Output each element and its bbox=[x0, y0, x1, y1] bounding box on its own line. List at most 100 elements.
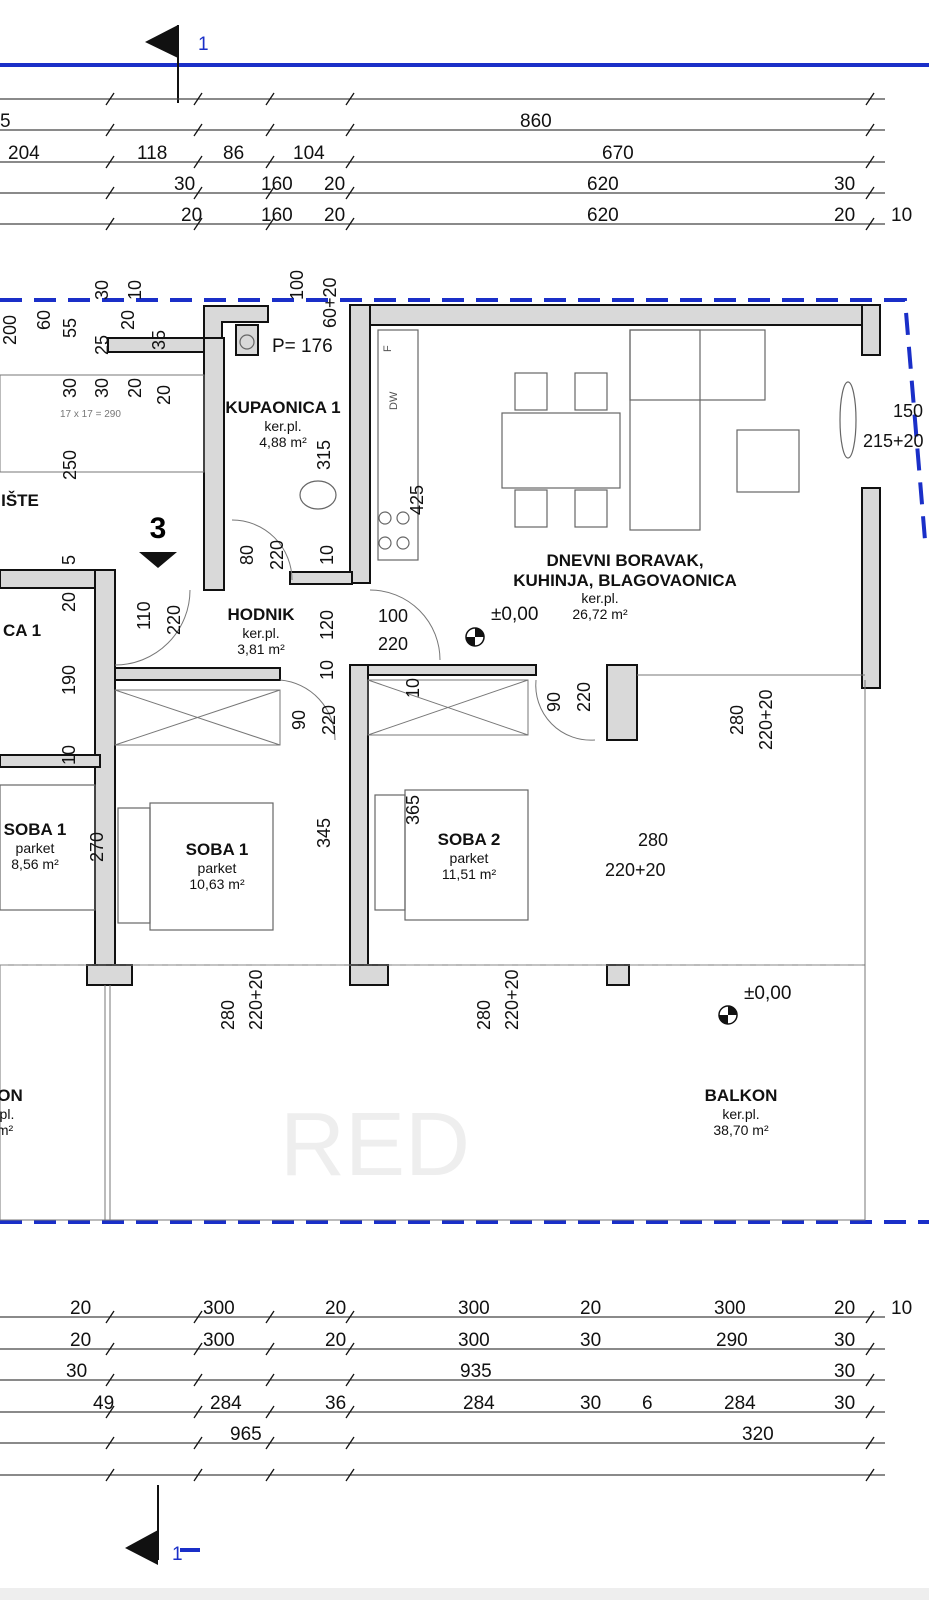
dimension-tick bbox=[865, 1310, 875, 1324]
svg-text:30: 30 bbox=[60, 378, 80, 398]
svg-text:220: 220 bbox=[574, 682, 594, 712]
svg-text:20: 20 bbox=[325, 1330, 346, 1351]
svg-text:60+20: 60+20 bbox=[320, 277, 340, 328]
fixtures bbox=[0, 329, 866, 1221]
room-left-soba: SOBA 1 parket 8,56 m² bbox=[4, 820, 67, 872]
dim-label: 20 bbox=[324, 174, 345, 195]
dimension-tick bbox=[865, 1468, 875, 1482]
svg-text:90: 90 bbox=[289, 710, 309, 730]
dimension-tick bbox=[345, 1373, 355, 1387]
svg-text:220: 220 bbox=[164, 605, 184, 635]
svg-text:10: 10 bbox=[125, 280, 145, 300]
svg-text:10: 10 bbox=[59, 745, 79, 765]
bottom-strip bbox=[0, 1588, 929, 1600]
dim-label: 860 bbox=[520, 111, 552, 132]
room-kupaonica: KUPAONICA 1 ker.pl. 4,88 m² bbox=[225, 398, 340, 450]
dim-label: 670 bbox=[602, 143, 634, 164]
level-marker-balkon: ±0,00 bbox=[718, 983, 791, 1025]
svg-text:280: 280 bbox=[474, 1000, 494, 1030]
svg-text:284: 284 bbox=[210, 1393, 242, 1414]
svg-text:m²: m² bbox=[0, 1122, 13, 1138]
dim-label: 30 bbox=[174, 174, 195, 195]
dimension-tick bbox=[105, 1468, 115, 1482]
bottom-dimensions: 20 300 20 300 20 300 20 10 20 300 20 300… bbox=[0, 1298, 912, 1476]
walls bbox=[0, 304, 881, 986]
dimension-tick bbox=[265, 186, 275, 200]
svg-text:280: 280 bbox=[218, 1000, 238, 1030]
svg-text:315: 315 bbox=[314, 440, 334, 470]
svg-text:38,70 m²: 38,70 m² bbox=[713, 1122, 769, 1138]
svg-text:49: 49 bbox=[93, 1393, 114, 1414]
stair-calc: 17 x 17 = 290 bbox=[60, 409, 121, 420]
dimension-tick bbox=[193, 92, 203, 106]
svg-text:284: 284 bbox=[463, 1393, 495, 1414]
dimension-tick bbox=[865, 155, 875, 169]
svg-text:935: 935 bbox=[460, 1361, 492, 1382]
svg-text:BALKON: BALKON bbox=[705, 1086, 778, 1105]
dimension-tick bbox=[865, 217, 875, 231]
room-soba-2: SOBA 2 parket 11,51 m² bbox=[438, 830, 501, 882]
dimension-tick bbox=[865, 1405, 875, 1419]
svg-text:SOBA 2: SOBA 2 bbox=[438, 830, 501, 849]
dim-label: 20 bbox=[181, 205, 202, 226]
svg-text:DNEVNI BORAVAK,: DNEVNI BORAVAK, bbox=[546, 551, 703, 570]
svg-text:220: 220 bbox=[378, 634, 408, 654]
dimension-tick bbox=[105, 123, 115, 137]
dim-label: 160 bbox=[261, 205, 293, 226]
stair-marker-icon bbox=[139, 552, 177, 568]
svg-text:parket: parket bbox=[16, 840, 55, 856]
dim-label: 118 bbox=[137, 143, 167, 164]
dimension-tick bbox=[105, 186, 115, 200]
svg-text:4,88 m²: 4,88 m² bbox=[259, 434, 307, 450]
dimension-tick bbox=[193, 1310, 203, 1324]
svg-text:80: 80 bbox=[237, 545, 257, 565]
svg-text:30: 30 bbox=[66, 1361, 87, 1382]
svg-text:20: 20 bbox=[154, 385, 174, 405]
svg-text:36: 36 bbox=[325, 1393, 346, 1414]
watermark: RED bbox=[280, 1095, 470, 1195]
dimension-tick bbox=[193, 155, 203, 169]
dim-label: 30 bbox=[834, 174, 855, 195]
svg-text:10: 10 bbox=[891, 1298, 912, 1319]
dimension-tick bbox=[865, 1436, 875, 1450]
dimension-tick bbox=[105, 92, 115, 106]
svg-text:55: 55 bbox=[60, 318, 80, 338]
svg-text:30: 30 bbox=[92, 280, 112, 300]
dimension-tick bbox=[345, 123, 355, 137]
svg-text:30: 30 bbox=[834, 1393, 855, 1414]
svg-text:SOBA 1: SOBA 1 bbox=[186, 840, 249, 859]
top-dimensions: 5 860 204 118 86 104 670 30 160 20 620 3… bbox=[0, 98, 912, 226]
svg-text:±0,00: ±0,00 bbox=[744, 983, 791, 1004]
svg-text:965: 965 bbox=[230, 1424, 262, 1445]
svg-text:KUPAONICA 1: KUPAONICA 1 bbox=[225, 398, 340, 417]
dim-label: 5 bbox=[0, 111, 11, 132]
dimension-tick bbox=[265, 1405, 275, 1419]
svg-text:215+20: 215+20 bbox=[863, 431, 924, 451]
dimension-tick bbox=[193, 1405, 203, 1419]
svg-text:284: 284 bbox=[724, 1393, 756, 1414]
dimension-tick bbox=[265, 123, 275, 137]
svg-text:25: 25 bbox=[92, 335, 112, 355]
svg-text:ker.pl.: ker.pl. bbox=[722, 1106, 759, 1122]
dim-label: 204 bbox=[8, 143, 40, 164]
svg-text:425: 425 bbox=[407, 485, 427, 515]
svg-text:HODNIK: HODNIK bbox=[227, 605, 295, 624]
svg-text:300: 300 bbox=[203, 1330, 235, 1351]
dim-label: 620 bbox=[587, 205, 619, 226]
svg-text:6: 6 bbox=[642, 1393, 653, 1414]
room-balkon: BALKON ker.pl. 38,70 m² bbox=[705, 1086, 778, 1138]
svg-text:SOBA 1: SOBA 1 bbox=[4, 820, 67, 839]
dim-label: 160 bbox=[261, 174, 293, 195]
svg-text:300: 300 bbox=[458, 1298, 490, 1319]
dimension-tick bbox=[265, 155, 275, 169]
svg-text:200: 200 bbox=[0, 315, 20, 345]
svg-text:345: 345 bbox=[314, 818, 334, 848]
svg-text:20: 20 bbox=[59, 592, 79, 612]
svg-text:220+20: 220+20 bbox=[502, 969, 522, 1030]
svg-text:20: 20 bbox=[70, 1298, 91, 1319]
level-marker-inside: ±0,00 bbox=[465, 604, 538, 647]
dimension-tick bbox=[265, 92, 275, 106]
dimension-tick bbox=[193, 1436, 203, 1450]
svg-text:110: 110 bbox=[134, 601, 154, 630]
dimension-tick bbox=[865, 123, 875, 137]
